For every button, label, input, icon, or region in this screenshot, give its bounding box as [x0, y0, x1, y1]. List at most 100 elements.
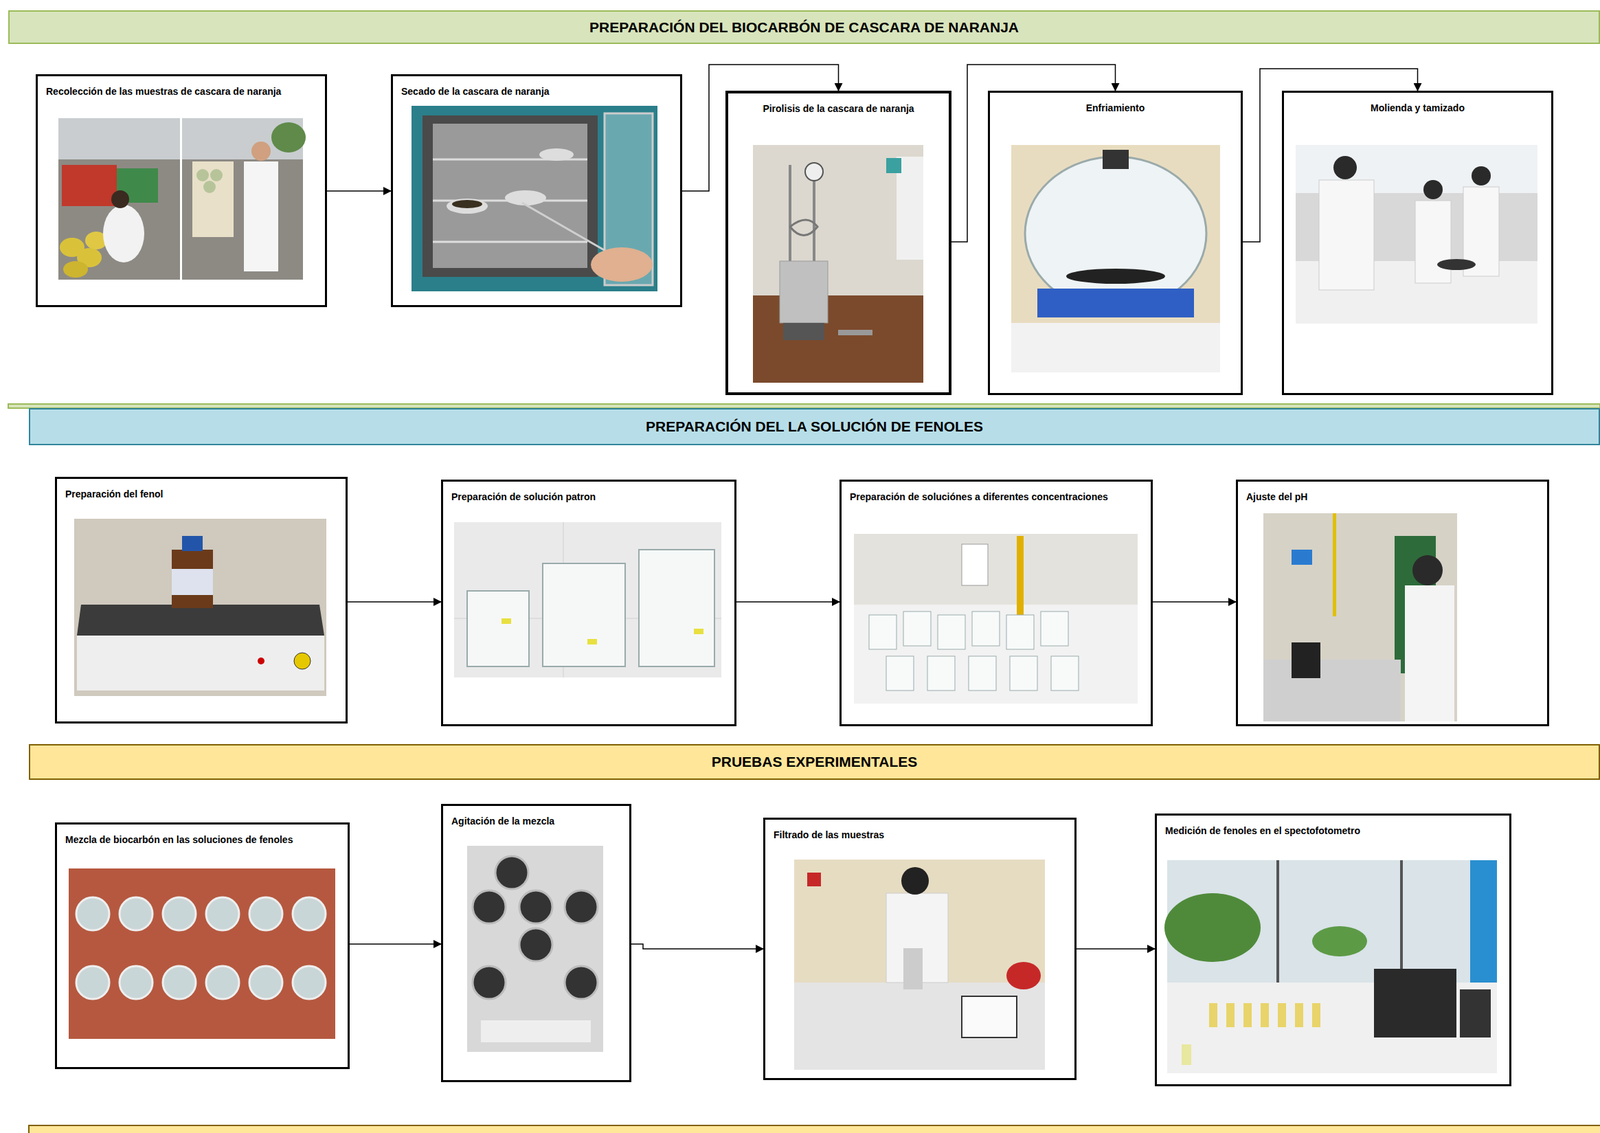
process-box: Recolección de las muestras de cascara d…	[35, 74, 328, 308]
photo-concentrations	[961, 544, 988, 586]
photo-oven	[411, 105, 658, 292]
photo-concentrations	[1016, 535, 1024, 619]
photo-oven	[432, 241, 588, 244]
step-title: Filtrado de las muestras	[765, 819, 1075, 841]
photo-concentrations	[1006, 614, 1034, 650]
photo-ph-adjustment	[1412, 555, 1443, 586]
photo-standard-solution	[542, 563, 626, 667]
photo-oven	[590, 247, 653, 282]
photo-phenol-bottle	[294, 652, 311, 670]
photo-mixture	[292, 897, 326, 931]
photo-grinding	[1415, 200, 1451, 284]
photo-standard-solution	[587, 638, 597, 645]
process-box: Enfriamiento	[987, 90, 1243, 396]
photo-ph-adjustment	[1263, 513, 1458, 722]
photo-desiccator	[1011, 322, 1221, 373]
step-title: Molienda y tamizado	[1283, 92, 1552, 115]
photo-desiccator	[1102, 149, 1129, 169]
step-title: Secado de la cascara de naranja	[392, 76, 681, 98]
photo-mixture	[119, 897, 153, 931]
photo-stirring	[467, 845, 604, 1052]
photo-collection	[251, 141, 271, 161]
photo-mixture	[249, 965, 283, 999]
process-box: Medición de fenoles en el spectofotometr…	[1154, 813, 1512, 1087]
photo-concentrations	[869, 614, 897, 650]
photo-standard-solution	[638, 549, 715, 667]
photo-phenol-bottle	[76, 635, 325, 691]
flow-arrow	[682, 64, 839, 191]
photo-spectrophotometer	[1260, 1003, 1269, 1028]
photo-grinding	[1437, 258, 1476, 270]
photo-ph-adjustment	[1404, 585, 1455, 722]
step-title: Preparación de solución patron	[443, 481, 735, 503]
flow-arrow	[1242, 68, 1418, 242]
photo-oven	[504, 190, 547, 206]
photo-collection	[192, 161, 234, 238]
photo-grinding	[1423, 179, 1443, 200]
flow-arrow	[1152, 601, 1236, 603]
step-title: Ajuste del pH	[1237, 481, 1548, 503]
step-title: Mezcla de biocarbón en las soluciones de…	[57, 824, 348, 846]
photo-pyrolysis-reactor	[805, 162, 824, 181]
photo-phenol-bottle	[76, 604, 325, 636]
photo-spectrophotometer	[1373, 968, 1457, 1038]
photo-collection	[243, 161, 279, 272]
photo-concentrations	[927, 656, 955, 691]
photo-oven	[432, 123, 588, 268]
photo-standard-solution	[693, 628, 704, 635]
photo-filtration	[961, 996, 1017, 1038]
photo-spectrophotometer	[1277, 1003, 1287, 1028]
photo-concentrations	[853, 533, 1138, 704]
photo-mixture	[68, 868, 336, 1039]
photo-collection	[103, 204, 145, 263]
photo-mixture	[206, 965, 240, 999]
photo-collection	[61, 164, 117, 207]
photo-standard-solution	[501, 618, 512, 624]
photo-filtration	[794, 982, 1045, 1070]
photo-spectrophotometer	[1294, 1003, 1304, 1028]
photo-grinding	[1295, 144, 1538, 324]
photo-spectrophotometer	[1167, 860, 1497, 1074]
photo-mixture	[68, 868, 336, 1039]
photo-oven	[452, 199, 483, 209]
photo-ph-adjustment	[1332, 513, 1337, 617]
photo-stirring	[519, 890, 553, 924]
photo-standard-solution	[467, 590, 529, 667]
band-remnant	[8, 403, 1600, 1133]
photo-spectrophotometer	[1181, 1044, 1192, 1065]
photo-pyrolysis-reactor	[790, 219, 818, 236]
photo-ph-adjustment	[1291, 549, 1313, 565]
photo-ph-adjustment	[1263, 513, 1458, 722]
photo-filtration	[807, 872, 821, 887]
photo-spectrophotometer	[1400, 860, 1403, 983]
photo-spectrophotometer	[1209, 1003, 1218, 1028]
photo-stirring	[472, 965, 506, 999]
step-title: Preparación del fenol	[57, 478, 346, 501]
photo-spectrophotometer	[1459, 989, 1491, 1038]
photo-ph-adjustment	[1263, 659, 1401, 722]
process-box: Mezcla de biocarbón en las soluciones de…	[54, 822, 350, 1069]
flow-arrow	[736, 601, 840, 603]
photo-pyrolysis-reactor	[838, 329, 873, 336]
photo-collection	[196, 168, 209, 182]
band-remnant	[28, 1125, 1600, 1133]
photo-collection	[63, 261, 88, 278]
process-box: Preparación de solución patron	[441, 479, 737, 727]
photo-pyrolysis-reactor	[752, 144, 924, 383]
photo-standard-solution	[454, 522, 722, 678]
photo-desiccator	[1066, 268, 1166, 284]
flow-arrow	[347, 601, 442, 603]
photo-concentrations	[903, 611, 931, 646]
photo-oven	[539, 148, 574, 161]
photo-pyrolysis-reactor	[779, 261, 828, 323]
photo-grinding	[1295, 144, 1538, 324]
photo-mixture	[249, 897, 283, 931]
photo-filtration	[901, 866, 929, 895]
photo-concentrations	[1009, 656, 1038, 691]
photo-mixture	[76, 897, 110, 931]
step-title: Enfriamiento	[989, 92, 1241, 115]
section-title: PREPARACIÓN DEL BIOCARBÓN DE CASCARA DE …	[589, 19, 1019, 36]
step-title: Recolección de las muestras de cascara d…	[37, 76, 325, 98]
photo-collection	[210, 168, 223, 182]
photo-stirring	[467, 845, 604, 1052]
